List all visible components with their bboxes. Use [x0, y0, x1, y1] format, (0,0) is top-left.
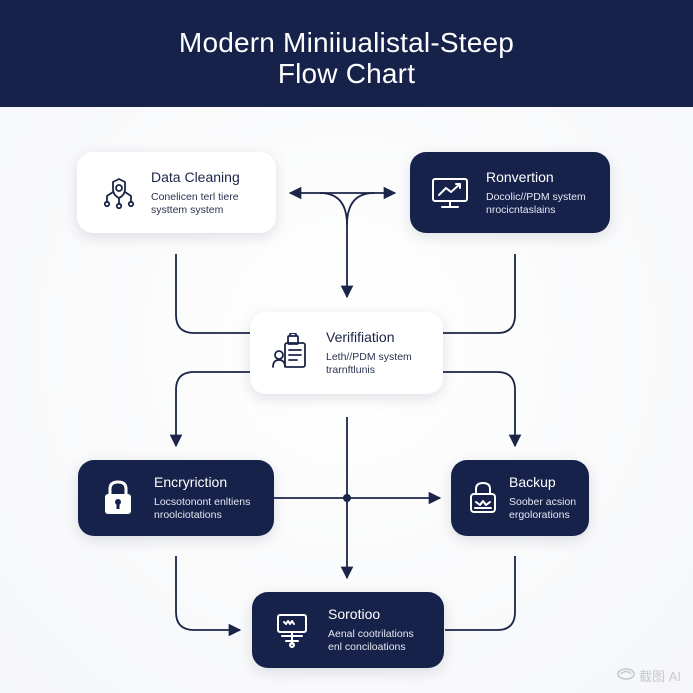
node-title: Backup: [509, 474, 556, 490]
node-encryption[interactable]: Encryriction Locsotonont enltiens nroolc…: [78, 460, 274, 536]
monitor-chart-icon: [428, 171, 472, 215]
node-desc-line-1: Aenal cootrilations: [328, 628, 414, 640]
node-desc-line-1: Locsotonont enltiens: [154, 496, 251, 508]
gear-shield-icon: [97, 171, 141, 215]
padlock-icon: [96, 476, 140, 520]
node-ronvertion[interactable]: Ronvertion Docolic//PDM system nrocicnta…: [410, 152, 610, 233]
node-desc-line-1: Leth//PDM system: [326, 351, 412, 363]
node-data-cleaning[interactable]: Data Cleaning Conelicen terl tiere systt…: [77, 152, 276, 233]
node-desc-line-1: Soober acsion: [509, 496, 577, 508]
node-title: Data Cleaning: [151, 168, 240, 185]
logo-swirl-icon: [617, 667, 635, 684]
node-desc-line-2: nroolciotations: [154, 509, 222, 521]
node-verification[interactable]: Verififiation Leth//PDM system trarnftlu…: [250, 312, 443, 394]
node-sorotioo[interactable]: Sorotioo Aenal cootrilations enl concilo…: [252, 592, 444, 668]
node-backup[interactable]: Backup Soober acsion ergolorations: [451, 460, 589, 536]
node-title: Ronvertion: [486, 168, 554, 185]
node-desc-line-1: Docolic//PDM system: [486, 190, 586, 203]
watermark-text: 截图 AI: [639, 669, 681, 684]
node-desc-line-1: Conelicen terl tiere: [151, 190, 239, 203]
backup-lock-icon: [465, 476, 501, 520]
node-desc-line-2: systtem system: [151, 203, 224, 216]
node-title: Sorotioo: [328, 606, 381, 622]
watermark: 截图 AI: [617, 666, 681, 685]
node-desc-line-2: enl conciloations: [328, 641, 406, 653]
node-title: Verififiation: [326, 329, 395, 345]
title-banner: Modern Miniiualistal-Steep Flow Chart: [0, 0, 693, 107]
server-icon: [270, 608, 314, 652]
node-desc-line-2: nrocicntaslains: [486, 203, 556, 216]
document-user-lock-icon: [268, 331, 312, 375]
node-title: Encryriction: [154, 474, 228, 490]
node-desc-line-2: ergolorations: [509, 509, 570, 521]
page-title-line-1: Modern Miniiualistal-Steep: [178, 27, 515, 58]
node-desc-line-2: trarnftlunis: [326, 364, 376, 376]
page-title-line-2: Flow Chart: [277, 58, 416, 89]
